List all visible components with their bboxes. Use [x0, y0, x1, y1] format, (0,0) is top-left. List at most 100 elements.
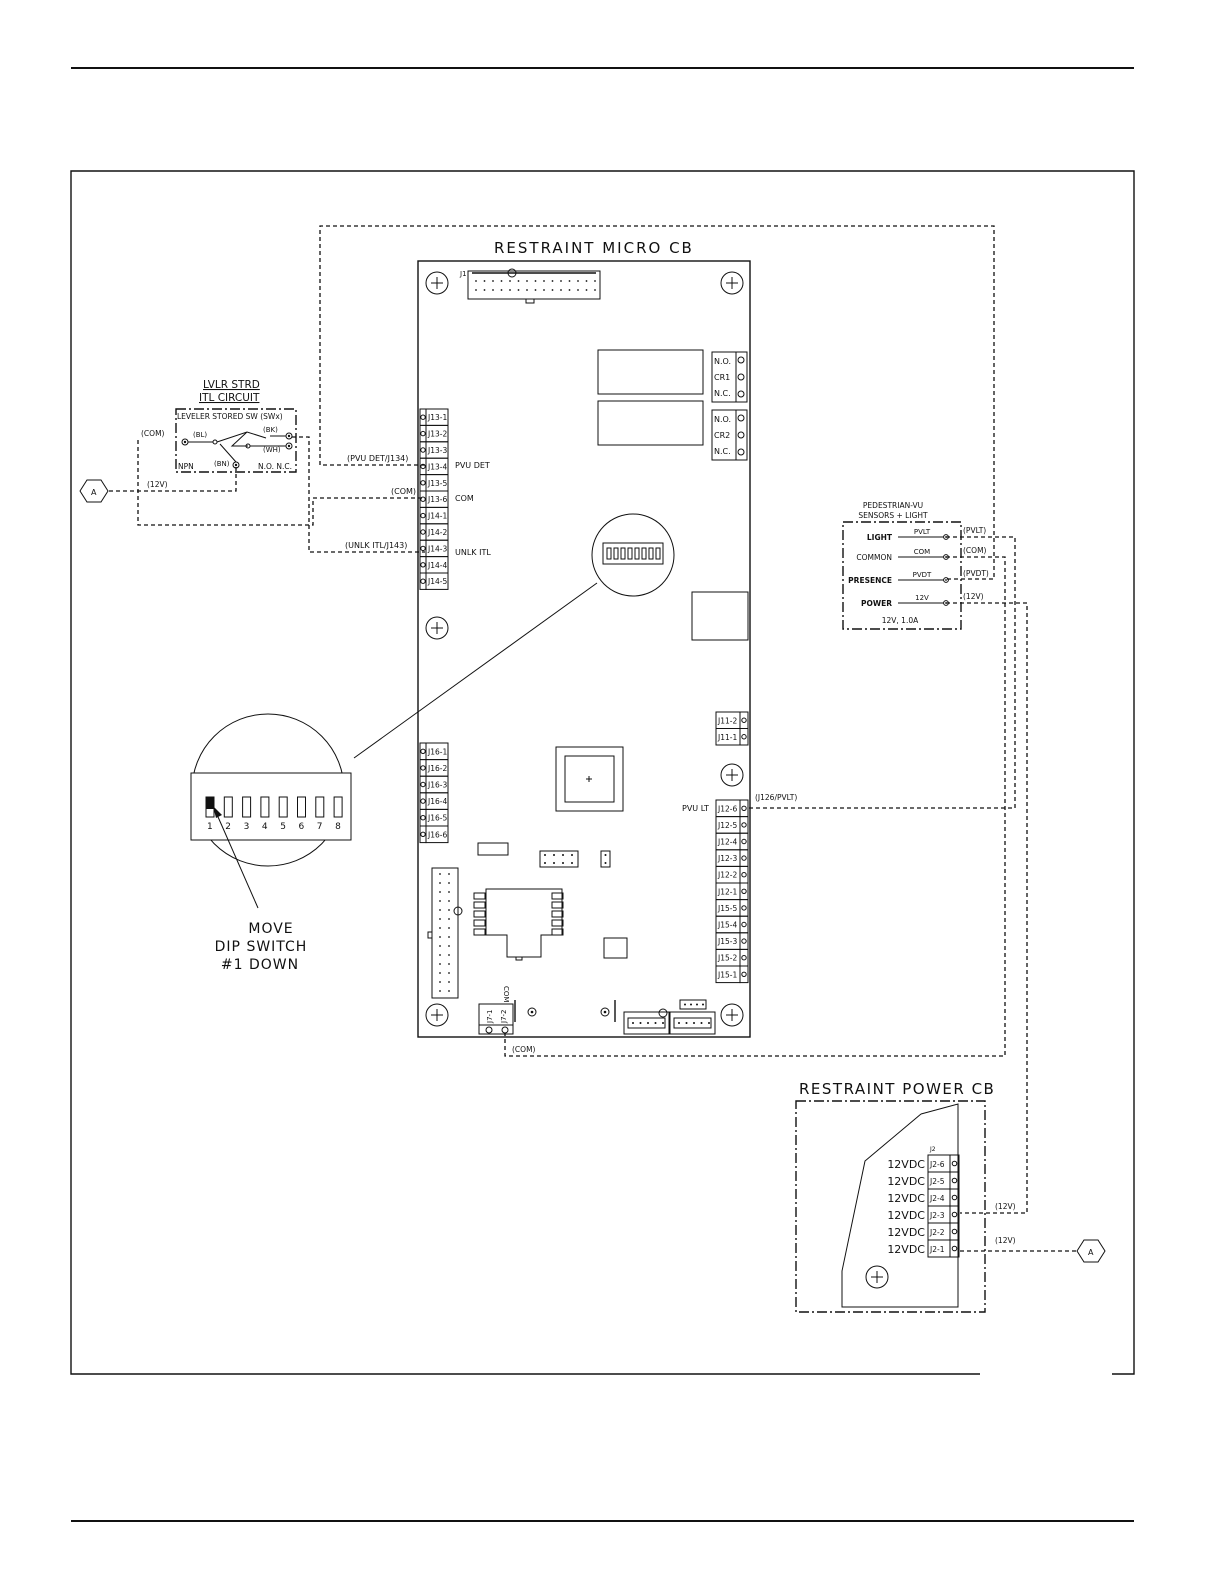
pin-label: J12-4	[717, 838, 737, 847]
mounting-hole-icon	[425, 271, 449, 295]
mounting-hole-icon	[865, 1265, 889, 1289]
pin-label: J16-6	[427, 830, 447, 839]
mounting-hole-icon	[425, 1003, 449, 1027]
itl-nonc: N.O. N.C.	[258, 462, 292, 471]
itl-bn: (BN)	[214, 460, 230, 468]
pin-label: J12-5	[717, 821, 737, 830]
pin-label: J11-2	[717, 716, 737, 725]
bottom-connector-1	[623, 1011, 670, 1035]
pedestrian-vu: PEDESTRIAN-VU SENSORS + LIGHT LIGHTPVLT(…	[842, 501, 989, 630]
pin-label: J12-2	[717, 871, 737, 880]
bottom-connector-2	[669, 1011, 716, 1035]
pin-label: J15-1	[717, 970, 737, 979]
j7-com-label: COM	[502, 986, 510, 1002]
wire-label-j126: (J126/PVLT)	[755, 793, 797, 802]
ped-row-name: POWER	[861, 599, 892, 608]
cr2-no: N.O.	[714, 415, 731, 424]
ped-rating: 12V, 1.0A	[882, 616, 919, 625]
connector-a-right: A	[1076, 1239, 1106, 1263]
dip-note-3: #1 DOWN	[221, 957, 299, 973]
power-row-pin: J2-5	[929, 1177, 945, 1186]
cr2-terminal: N.O. CR2 N.C.	[711, 409, 748, 461]
itl-switch-label: LEVELER STORED SW (SWx)	[177, 412, 283, 421]
pin-label: J12-6	[717, 804, 737, 813]
ped-row-signal: COM	[914, 548, 930, 556]
ped-row-signal: 12V	[915, 594, 929, 602]
wire-label-com-bottom: (COM)	[512, 1045, 536, 1054]
cr2-nc: N.C.	[714, 447, 731, 456]
pin-label: J14-1	[427, 512, 447, 521]
dip-number: 2	[225, 822, 231, 832]
connector-a-label: A	[1088, 1248, 1094, 1257]
bottom-rule	[71, 1520, 1134, 1522]
j7-terminal: J7-1 J7-2 COM	[478, 986, 514, 1035]
pin-label: J13-5	[427, 479, 447, 488]
pin-label: J16-1	[427, 747, 447, 756]
power-wire-j23: (12V)	[995, 1202, 1016, 1211]
pin-label: J13-3	[427, 446, 447, 455]
ped-title-2: SENSORS + LIGHT	[858, 511, 928, 520]
j7-1-label: J7-1	[486, 1010, 494, 1025]
pin-label: J16-2	[427, 764, 447, 773]
cr1-terminal: N.O. CR1 N.C.	[711, 351, 748, 403]
power-cb-title: RESTRAINT POWER CB	[799, 1080, 995, 1098]
power-row-voltage: 12VDC	[887, 1243, 925, 1256]
bottom-connector-3	[679, 999, 707, 1010]
ped-row-name: PRESENCE	[848, 576, 892, 585]
connector-a-left: A	[79, 479, 109, 503]
board-dip-switch	[591, 513, 675, 597]
mounting-hole-icon	[720, 763, 744, 787]
ped-row-signal: PVLT	[914, 528, 931, 536]
pin-label: J16-4	[427, 797, 447, 806]
dip-note-2: DIP SWITCH	[215, 939, 308, 955]
mounting-hole-icon	[720, 271, 744, 295]
itl-bk: (BK)	[263, 426, 278, 434]
wiring-lines	[109, 225, 1077, 1252]
power-row-pin: J2-3	[929, 1211, 945, 1220]
wire-label-com-left: (COM)	[141, 429, 165, 438]
pvu-lt-label: PVU LT	[682, 804, 709, 813]
diagram-frame	[70, 170, 1135, 1375]
relay-cr2	[597, 400, 704, 446]
test-point	[658, 1008, 668, 1018]
pin-label: J13-6	[427, 495, 447, 504]
cr2-label: CR2	[714, 431, 730, 440]
power-row-voltage: 12VDC	[887, 1209, 925, 1222]
dip-number: 7	[317, 822, 323, 832]
pin-label: J15-4	[717, 921, 737, 930]
ped-row-name: LIGHT	[867, 533, 893, 542]
power-row-voltage: 12VDC	[887, 1158, 925, 1171]
pin-label: J12-1	[717, 887, 737, 896]
relay-cr1	[597, 349, 704, 395]
itl-npn: NPN	[178, 462, 194, 471]
dip-note-1: MOVE	[248, 921, 293, 937]
pin-label: J14-2	[427, 528, 447, 537]
pvu-det-label: PVU DET	[455, 461, 490, 470]
power-row-pin: J2-4	[929, 1194, 945, 1203]
component-block	[691, 591, 749, 641]
power-row-pin: J2-1	[929, 1245, 945, 1254]
small-square-component	[603, 937, 628, 959]
micro-cb: RESTRAINT MICRO CB J1	[417, 239, 751, 1038]
dip-number: 5	[280, 822, 286, 832]
dip-number: 6	[299, 822, 305, 832]
pin-label: J11-1	[717, 733, 737, 742]
pin-label: J15-5	[717, 904, 737, 913]
top-rule	[71, 67, 1134, 69]
test-point	[600, 1007, 610, 1017]
pin-label: J16-5	[427, 814, 447, 823]
mounting-hole-icon	[425, 616, 449, 640]
j13-j14-terminal: J13-1J13-2J13-3J13-4J13-5J13-6J14-1J14-2…	[419, 408, 449, 590]
pin-label: J14-4	[427, 561, 447, 570]
j12-j15-terminal: J12-6J12-5J12-4J12-3J12-2J12-1J15-5J15-4…	[715, 799, 749, 984]
power-row-pin: J2-2	[929, 1228, 945, 1237]
wire-label-12v-left: (12V)	[147, 480, 168, 489]
wire-label-com: (COM)	[391, 487, 416, 496]
microcontroller-chip	[555, 746, 624, 812]
ped-title-1: PEDESTRIAN-VU	[863, 501, 923, 510]
